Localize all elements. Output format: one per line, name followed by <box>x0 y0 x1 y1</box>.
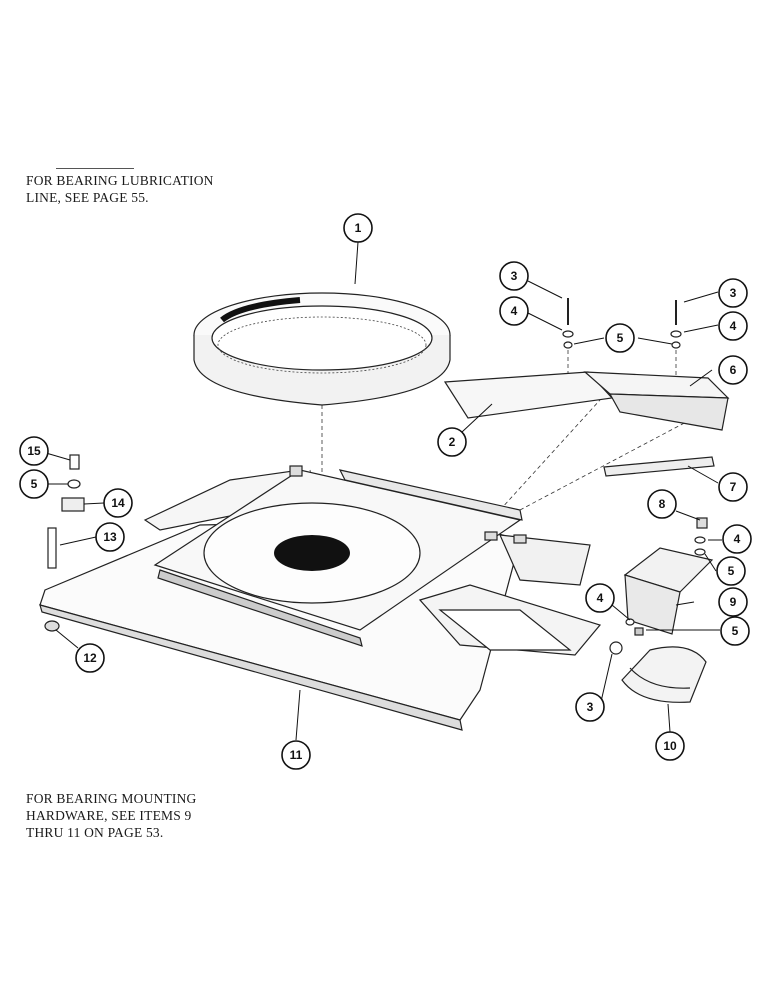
callout-12: 12 <box>75 643 105 673</box>
callout-5-right: 5 <box>716 556 746 586</box>
mounting-note: FOR BEARING MOUNTING HARDWARE, SEE ITEMS… <box>26 791 197 840</box>
svg-text:1: 1 <box>355 221 362 235</box>
base-frame-part <box>39 465 602 731</box>
callout-4-top-right: 4 <box>718 311 748 341</box>
callout-13: 13 <box>95 522 125 552</box>
svg-text:3: 3 <box>511 269 518 283</box>
svg-text:9: 9 <box>730 595 737 609</box>
lubrication-note: FOR BEARING LUBRICATION LINE, SEE PAGE 5… <box>26 173 214 205</box>
svg-text:6: 6 <box>730 363 737 377</box>
callout-3-lower: 3 <box>575 692 605 722</box>
callout-15: 15 <box>19 436 49 466</box>
svg-text:10: 10 <box>663 739 677 753</box>
svg-text:5: 5 <box>617 331 624 345</box>
callout-5-left: 5 <box>19 469 49 499</box>
strip-part <box>603 456 715 477</box>
top-rule <box>56 168 134 169</box>
svg-text:15: 15 <box>27 444 41 458</box>
svg-text:8: 8 <box>659 497 666 511</box>
svg-text:13: 13 <box>103 530 117 544</box>
callout-4-right: 4 <box>722 524 752 554</box>
callout-3-top-right: 3 <box>718 278 748 308</box>
callout-14: 14 <box>103 488 133 518</box>
bearing-ring-part <box>193 292 451 406</box>
hardware-parts <box>44 298 708 655</box>
svg-text:14: 14 <box>111 496 125 510</box>
svg-text:7: 7 <box>730 480 737 494</box>
svg-text:3: 3 <box>730 286 737 300</box>
svg-text:12: 12 <box>83 651 97 665</box>
callout-5-top-middle: 5 <box>605 323 635 353</box>
callout-6: 6 <box>718 355 748 385</box>
svg-text:5: 5 <box>732 624 739 638</box>
svg-text:5: 5 <box>31 477 38 491</box>
svg-text:11: 11 <box>290 748 303 762</box>
callout-1: 1 <box>343 213 373 243</box>
callout-4-middle: 4 <box>585 583 615 613</box>
svg-text:4: 4 <box>511 304 518 318</box>
guard-part <box>623 547 714 635</box>
callout-10: 10 <box>655 731 685 761</box>
svg-text:4: 4 <box>734 532 741 546</box>
callout-9: 9 <box>718 587 748 617</box>
callout-4-top-left: 4 <box>499 296 529 326</box>
shield-part <box>621 646 707 703</box>
svg-text:2: 2 <box>449 435 456 449</box>
callout-2: 2 <box>437 427 467 457</box>
cover-plate-part <box>443 371 614 419</box>
svg-text:4: 4 <box>730 319 737 333</box>
leader-lines <box>45 241 722 741</box>
callout-7: 7 <box>718 472 748 502</box>
callout-5-lower-right: 5 <box>720 616 750 646</box>
callout-8: 8 <box>647 489 677 519</box>
svg-text:5: 5 <box>728 564 735 578</box>
svg-text:4: 4 <box>597 591 604 605</box>
svg-text:3: 3 <box>587 700 594 714</box>
callout-11: 11 <box>281 740 311 770</box>
angle-bracket-part <box>583 371 730 431</box>
callout-3-top-left: 3 <box>499 261 529 291</box>
